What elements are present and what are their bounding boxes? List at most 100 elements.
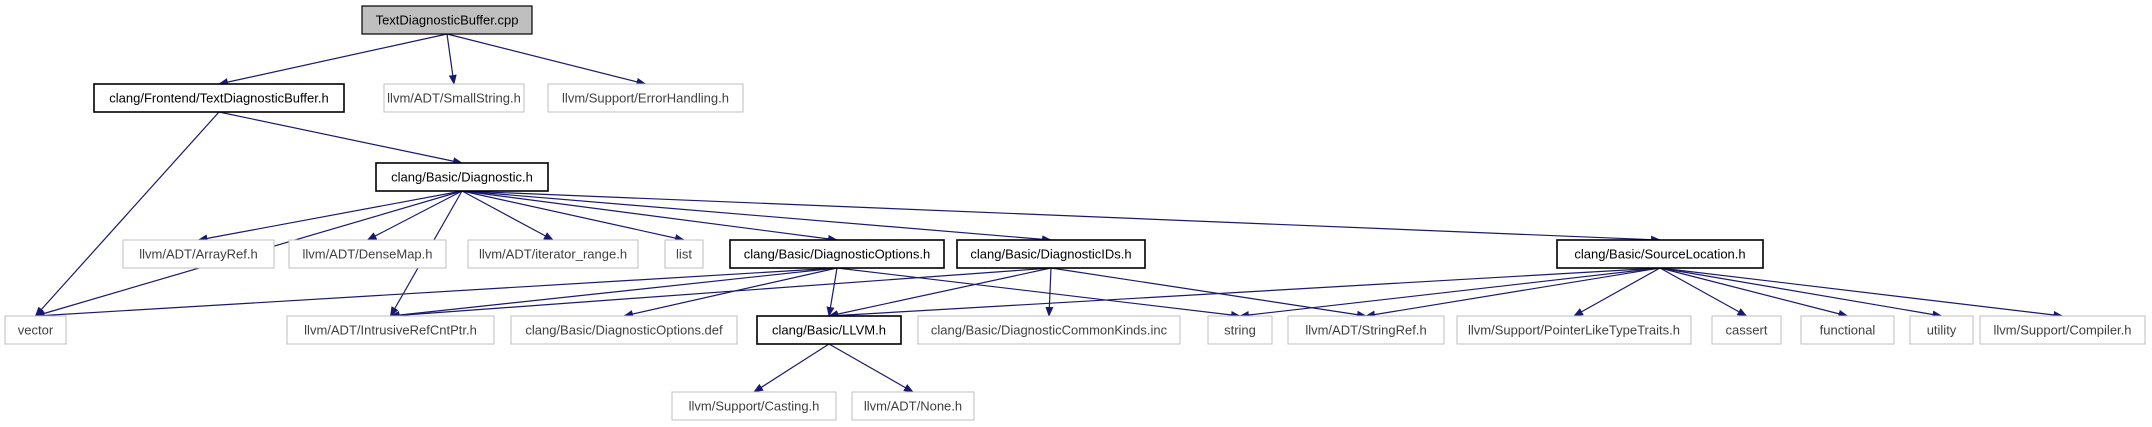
node-clang-basic-sourcelocation-h[interactable]: clang/Basic/SourceLocation.h (1556, 239, 1764, 269)
edge-n1-to-n4 (218, 111, 463, 166)
node-llvm-adt-none-h: llvm/ADT/None.h (851, 391, 975, 421)
edge-n4-to-n9 (461, 190, 685, 242)
node-label: clang/Basic/LLVM.h (772, 323, 886, 338)
node-label: llvm/ADT/StringRef.h (1305, 323, 1426, 338)
node-box (1456, 315, 1692, 345)
node-llvm-support-pointerliketypetraits-h: llvm/Support/PointerLikeTypeTraits.h (1456, 315, 1692, 345)
node-box (1207, 315, 1273, 345)
node-box (664, 239, 704, 269)
node-label: clang/Basic/DiagnosticIDs.h (970, 247, 1131, 262)
node-label: llvm/ADT/None.h (864, 399, 962, 414)
node-label: clang/Basic/DiagnosticOptions.h (744, 247, 930, 262)
edge-n0-to-n2 (446, 33, 457, 85)
node-label: clang/Frontend/TextDiagnosticBuffer.h (109, 91, 328, 106)
node-clang-basic-llvm-h[interactable]: clang/Basic/LLVM.h (756, 315, 902, 345)
node-box (1800, 315, 1895, 345)
edge-n10-to-n17 (836, 267, 1241, 319)
node-label: TextDiagnosticBuffer.cpp (376, 13, 519, 28)
node-box (510, 315, 738, 345)
node-label: llvm/Support/PointerLikeTypeTraits.h (1468, 323, 1680, 338)
node-label: llvm/ADT/SmallString.h (387, 91, 521, 106)
node-box (122, 239, 275, 269)
edge-n0-to-n1 (218, 33, 448, 86)
node-label: llvm/ADT/IntrusiveRefCntPtr.h (304, 323, 477, 338)
node-box (361, 5, 533, 35)
node-cassert: cassert (1711, 315, 1782, 345)
edge-n12-to-n22 (1659, 267, 1943, 319)
node-label: llvm/ADT/DenseMap.h (302, 247, 432, 262)
node-llvm-support-compiler-h: llvm/Support/Compiler.h (1979, 315, 2146, 345)
node-clang-basic-diagnosticoptions-h[interactable]: clang/Basic/DiagnosticOptions.h (729, 239, 945, 269)
edge-n15-to-n25 (828, 343, 914, 393)
nodes-layer: TextDiagnosticBuffer.cpp clang/Frontend/T… (4, 5, 2146, 421)
node-utility: utility (1909, 315, 1974, 345)
node-label: clang/Basic/DiagnosticCommonKinds.inc (931, 323, 1168, 338)
node-llvm-adt-smallstring-h: llvm/ADT/SmallString.h (383, 83, 525, 113)
node-clang-frontend-textdiagnosticbuffer-h[interactable]: clang/Frontend/TextDiagnosticBuffer.h (93, 83, 345, 113)
node-label: list (676, 247, 692, 262)
edge-n4-to-n8 (461, 190, 554, 241)
edge-n12-to-n18 (1365, 267, 1661, 319)
edge-n11-to-n16 (1045, 267, 1054, 317)
edge-n12-to-n15 (828, 267, 1661, 320)
node-clang-basic-diagnosticoptions-def: clang/Basic/DiagnosticOptions.def (510, 315, 738, 345)
node-box (375, 162, 549, 192)
node-llvm-adt-iterator-range-h: llvm/ADT/iterator_range.h (467, 239, 639, 269)
node-box (383, 83, 525, 113)
node-label: utility (1927, 323, 1957, 338)
node-box (288, 239, 447, 269)
node-label: cassert (1726, 323, 1768, 338)
node-label: functional (1820, 323, 1876, 338)
node-box (1556, 239, 1764, 269)
node-llvm-adt-intrusiverefcntptr-h: llvm/ADT/IntrusiveRefCntPtr.h (286, 315, 495, 345)
node-clang-basic-diagnostic-h[interactable]: clang/Basic/Diagnostic.h (375, 162, 549, 192)
node-label: clang/Basic/SourceLocation.h (1574, 247, 1745, 262)
node-box (4, 315, 67, 345)
node-vector: vector (4, 315, 67, 345)
edge-n11-to-n18 (1050, 267, 1367, 319)
edge-n12-to-n19 (1573, 267, 1661, 317)
edge-n10-to-n5 (34, 267, 838, 320)
edge-n4-to-n7 (366, 190, 463, 241)
node-clang-basic-diagnosticcommonkinds-inc: clang/Basic/DiagnosticCommonKinds.inc (917, 315, 1181, 345)
node-llvm-adt-arrayref-h: llvm/ADT/ArrayRef.h (122, 239, 275, 269)
node-box (851, 391, 975, 421)
node-label: llvm/ADT/ArrayRef.h (139, 247, 257, 262)
node-textdiagnosticbuffer-cpp[interactable]: TextDiagnosticBuffer.cpp (361, 5, 533, 35)
node-box (1979, 315, 2146, 345)
node-box (93, 83, 345, 113)
node-label: llvm/Support/ErrorHandling.h (562, 91, 729, 106)
edge-n10-to-n14 (623, 267, 838, 318)
node-box (671, 391, 837, 421)
node-box (286, 315, 495, 345)
node-box (547, 83, 744, 113)
node-llvm-adt-stringref-h: llvm/ADT/StringRef.h (1287, 315, 1445, 345)
node-llvm-support-casting-h: llvm/Support/Casting.h (671, 391, 837, 421)
edge-n4-to-n6 (197, 190, 463, 243)
node-box (1711, 315, 1782, 345)
node-label: clang/Basic/DiagnosticOptions.def (525, 323, 723, 338)
edge-n0-to-n3 (446, 33, 647, 86)
node-box (1287, 315, 1445, 345)
node-box (467, 239, 639, 269)
node-functional: functional (1800, 315, 1895, 345)
node-box (756, 315, 902, 345)
node-label: llvm/Support/Casting.h (689, 399, 820, 414)
edge-n12-to-n20 (1659, 267, 1748, 317)
node-label: clang/Basic/Diagnostic.h (391, 170, 533, 185)
node-box (729, 239, 945, 269)
node-label: vector (18, 323, 54, 338)
edge-n4-to-n11 (461, 190, 1052, 244)
node-box (956, 239, 1146, 269)
node-llvm-support-errorhandling-h: llvm/Support/ErrorHandling.h (547, 83, 744, 113)
node-clang-basic-diagnosticids-h[interactable]: clang/Basic/DiagnosticIDs.h (956, 239, 1146, 269)
edge-n15-to-n24 (753, 343, 830, 393)
edge-n12-to-n21 (1659, 267, 1849, 318)
edge-n4-to-n12 (461, 190, 1661, 244)
edge-n4-to-n10 (461, 190, 838, 243)
node-label: string (1224, 323, 1256, 338)
edge-n12-to-n23 (1659, 267, 2064, 319)
node-box (917, 315, 1181, 345)
edges-layer (34, 33, 2064, 393)
